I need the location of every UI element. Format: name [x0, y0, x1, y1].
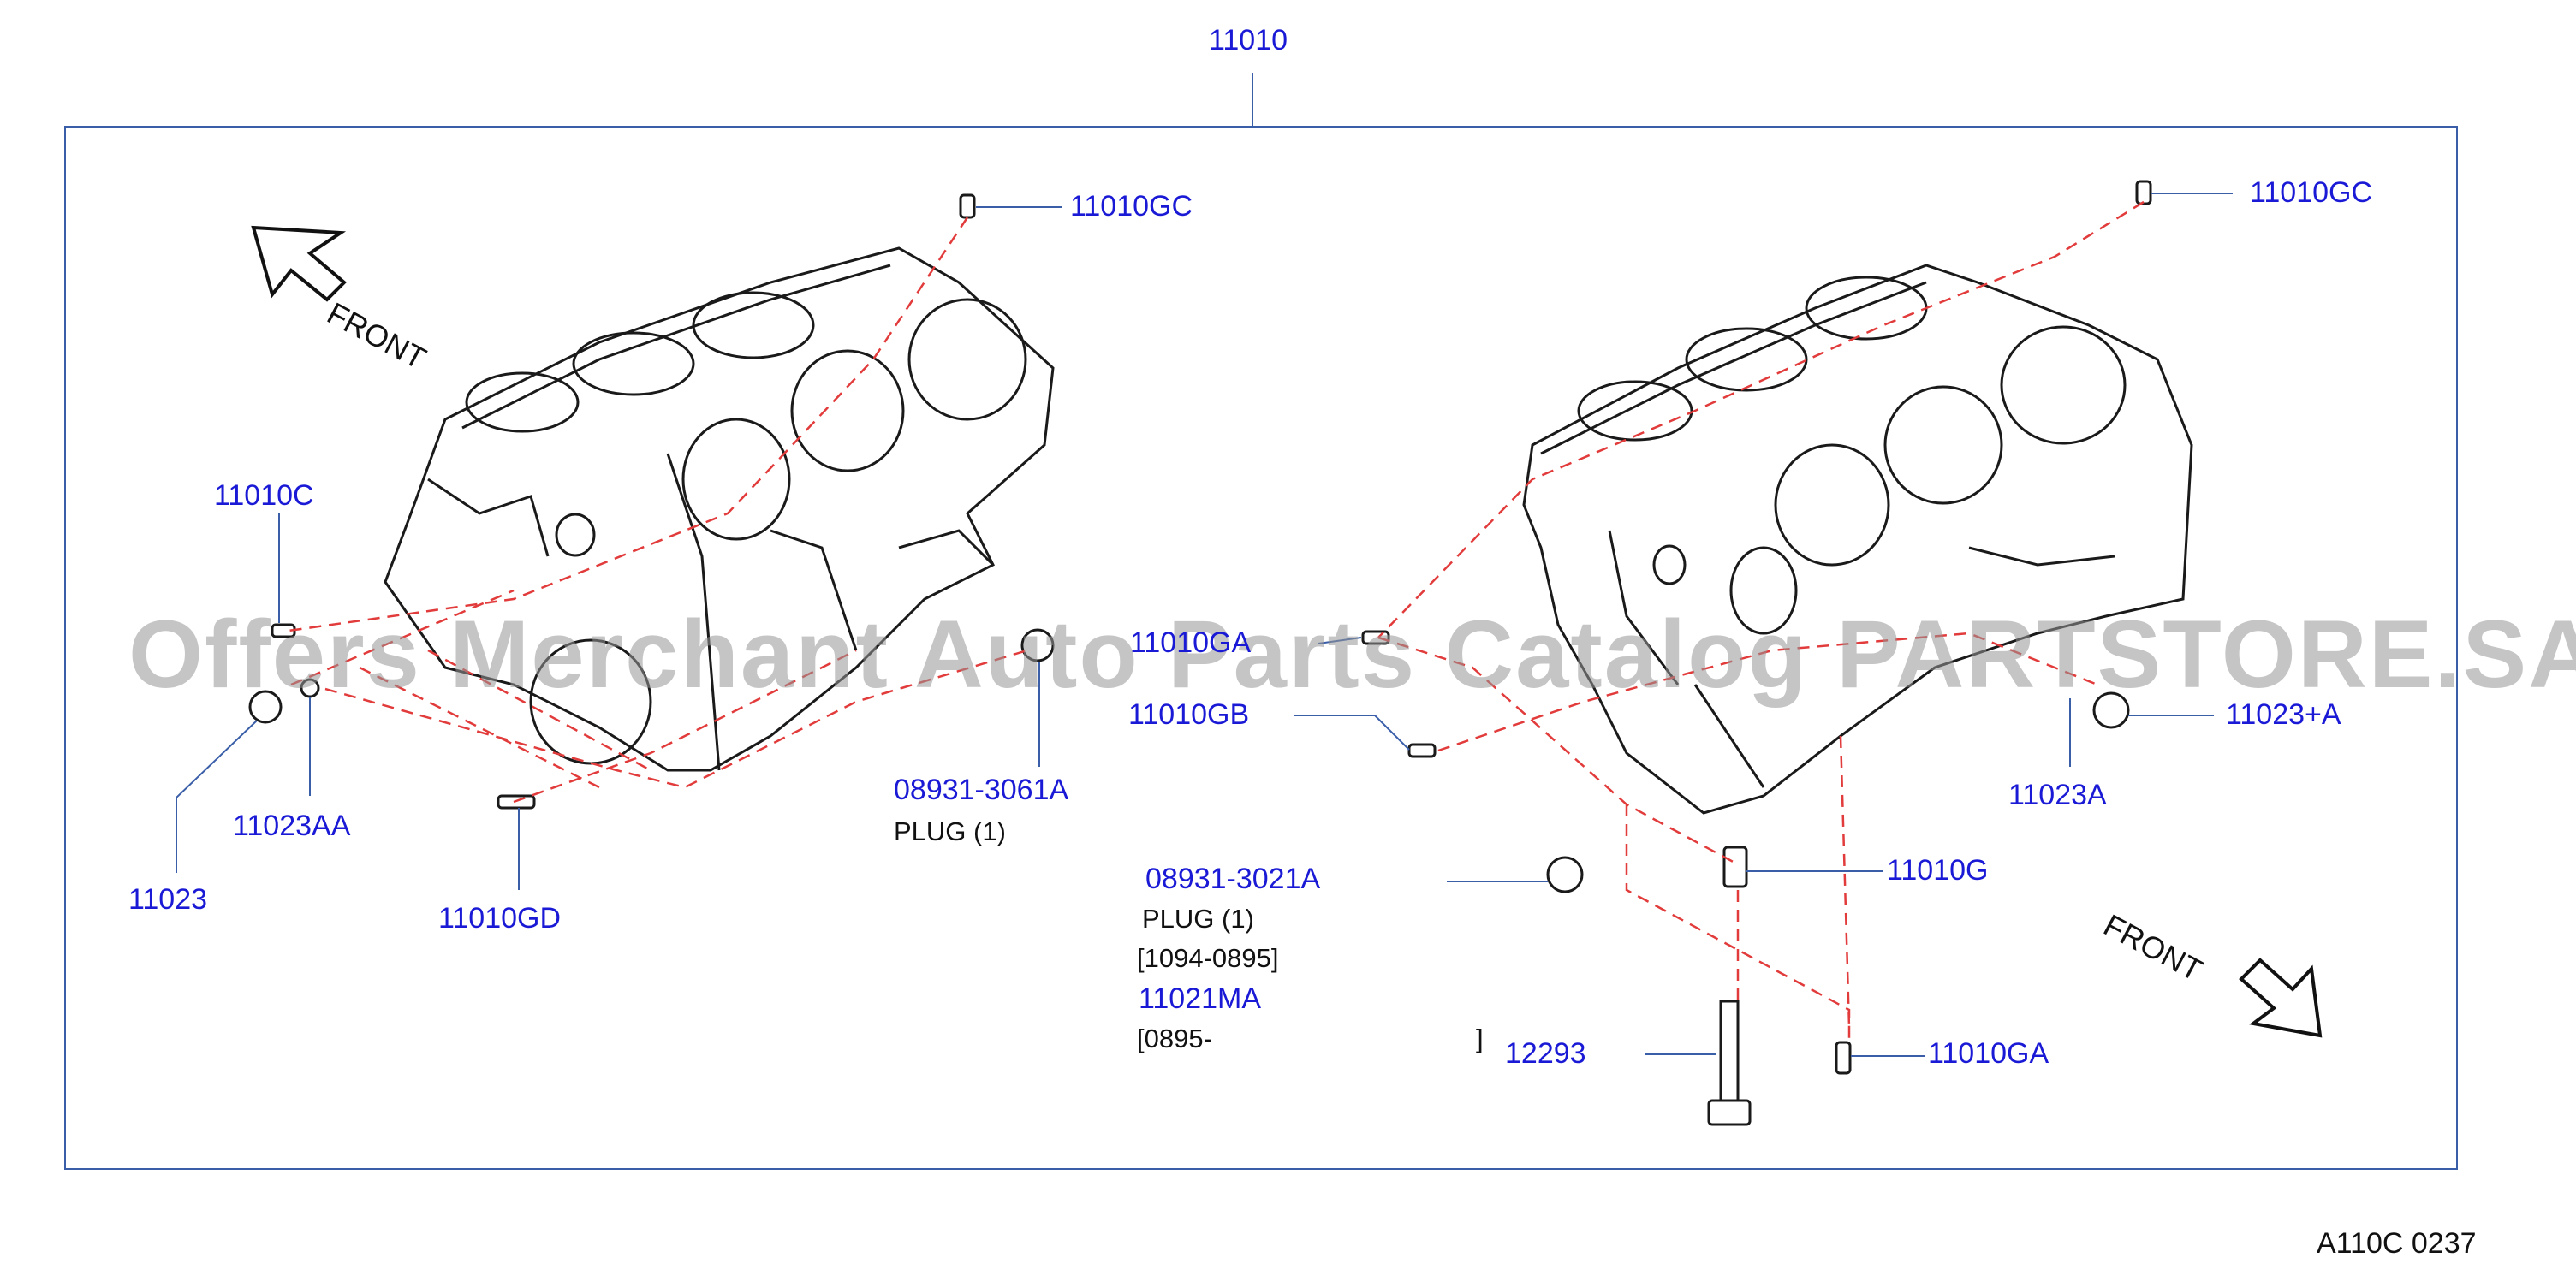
callout-11010gd[interactable]: 11010GD: [438, 902, 562, 935]
parts-icons: [248, 180, 2152, 1126]
right-engine-block: [1522, 264, 2193, 815]
callout-08931-3021a[interactable]: 08931-3021A: [1145, 863, 1321, 895]
watermark: Offers Merchant Auto Parts Catalog PARTS…: [128, 601, 2576, 708]
alignment-lines: [282, 200, 2145, 1042]
dowel-pin-icon: [1835, 1041, 1852, 1075]
callout-11010ga-mid[interactable]: 11010GA: [1130, 626, 1252, 659]
date-range-2-close: ]: [1476, 1024, 1484, 1053]
callout-11023[interactable]: 11023: [128, 883, 208, 916]
plug-icon: [1546, 856, 1584, 893]
callout-11010ga-right[interactable]: 11010GA: [1928, 1037, 2049, 1070]
sleeve-icon: [1722, 846, 1748, 888]
plug-left-description: PLUG (1): [894, 816, 1006, 846]
callout-11010c[interactable]: 11010C: [214, 479, 314, 512]
left-engine-block: [384, 246, 1055, 772]
bolt-head-icon: [1707, 1099, 1752, 1126]
front-arrow-left-icon: [251, 225, 347, 302]
date-range-2-open: [0895-: [1137, 1024, 1212, 1053]
page-code: A110C 0237: [2317, 1227, 2477, 1260]
leader-lines: [176, 193, 2233, 1057]
callout-08931-3061a[interactable]: 08931-3061A: [894, 774, 1069, 806]
plug-icon: [1020, 628, 1055, 662]
plug-icon: [248, 690, 283, 724]
callout-11023aa[interactable]: 11023AA: [233, 810, 351, 842]
callout-11010gc-right[interactable]: 11010GC: [2250, 176, 2373, 209]
dowel-pin-icon: [2135, 180, 2152, 205]
plug-icon: [2092, 691, 2130, 729]
callout-11023-plus-a[interactable]: 11023+A: [2226, 698, 2341, 731]
plug-right-description: PLUG (1): [1142, 904, 1254, 934]
front-arrow-right-icon: [2239, 958, 2323, 1038]
callout-11010gc-left[interactable]: 11010GC: [1070, 190, 1193, 223]
callout-11010gb[interactable]: 11010GB: [1128, 698, 1250, 731]
callout-12293[interactable]: 12293: [1505, 1037, 1586, 1070]
assembly-frame: [64, 126, 2458, 1170]
bolt-icon: [1719, 1000, 1740, 1106]
dowel-pin-icon: [959, 193, 976, 219]
dowel-pin-icon: [1407, 743, 1437, 758]
callout-11021ma[interactable]: 11021MA: [1139, 982, 1262, 1015]
callout-11023a[interactable]: 11023A: [2008, 779, 2107, 811]
callout-11010g[interactable]: 11010G: [1887, 854, 1989, 887]
assembly-ref-label[interactable]: 11010: [1209, 24, 1288, 56]
date-range-1: [1094-0895]: [1137, 943, 1279, 973]
